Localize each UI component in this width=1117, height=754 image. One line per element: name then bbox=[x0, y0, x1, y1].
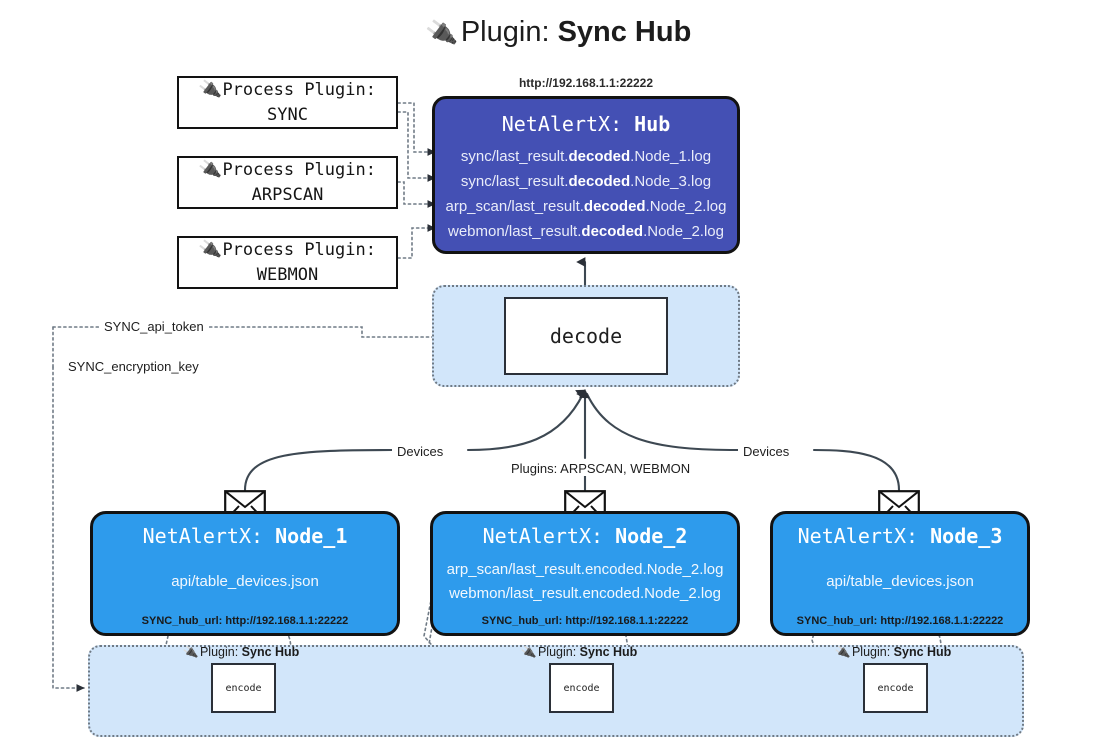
hub-log-post: .Node_1.log bbox=[630, 148, 712, 165]
hub-title-name: Hub bbox=[634, 112, 671, 136]
encode-box[interactable]: encode bbox=[211, 663, 276, 713]
node-title: NetAlertX: Node_1 bbox=[143, 524, 348, 548]
process-plugin-box-sync[interactable]: 🔌Process Plugin: SYNC bbox=[177, 76, 398, 129]
encode-box[interactable]: encode bbox=[863, 663, 928, 713]
node-box-node-3[interactable]: NetAlertX: Node_3 api/table_devices.json… bbox=[770, 511, 1030, 636]
plug-icon: 🔌 bbox=[834, 644, 851, 660]
process-plugin-heading-row: 🔌Process Plugin: bbox=[197, 237, 376, 263]
hub-node[interactable]: NetAlertX: Hub sync/last_result.decoded.… bbox=[432, 96, 740, 254]
hub-log-line: sync/last_result.decoded.Node_3.log bbox=[461, 170, 711, 195]
hub-log-pre: webmon/last_result. bbox=[448, 222, 582, 240]
node-title-name: Node_2 bbox=[615, 524, 688, 548]
encode-plugin-name: Sync Hub bbox=[893, 645, 952, 659]
node-title-prefix: NetAlertX: bbox=[142, 524, 264, 548]
hub-log-post: .Node_3.log bbox=[630, 172, 712, 190]
node-line: api/table_devices.json bbox=[171, 572, 319, 590]
hub-log-mid: decoded bbox=[568, 172, 631, 190]
page-title: 🔌Plugin: Sync Hub bbox=[0, 16, 1117, 49]
process-plugin-heading: Process Plugin: bbox=[222, 79, 376, 100]
process-plugin-heading: Process Plugin: bbox=[222, 159, 376, 180]
encode-plugin-label: 🔌Plugin: Sync Hub bbox=[182, 644, 300, 660]
node-lines: api/table_devices.json bbox=[773, 548, 1027, 615]
edge-label-encryption-key: SYNC_encryption_key bbox=[63, 359, 204, 374]
node-line: api/table_devices.json bbox=[826, 572, 974, 590]
process-plugin-heading: Process Plugin: bbox=[222, 239, 376, 260]
process-plugin-heading-row: 🔌Process Plugin: bbox=[197, 157, 376, 183]
encode-plugin-label: 🔌Plugin: Sync Hub bbox=[834, 644, 952, 660]
node-lines: api/table_devices.json bbox=[93, 548, 397, 615]
process-plugin-box-arpscan[interactable]: 🔌Process Plugin: ARPSCAN bbox=[177, 156, 398, 209]
node-lines: arp_scan/last_result.encoded.Node_2.log … bbox=[433, 548, 737, 615]
plug-icon: 🔌 bbox=[197, 157, 223, 182]
title-name: Sync Hub bbox=[557, 16, 692, 48]
node-line: webmon/last_result.encoded.Node_2.log bbox=[449, 584, 721, 602]
plug-icon: 🔌 bbox=[182, 644, 199, 660]
node-title-prefix: NetAlertX: bbox=[797, 524, 919, 548]
process-plugin-name: WEBMON bbox=[256, 265, 319, 286]
node-title-prefix: NetAlertX: bbox=[482, 524, 604, 548]
title-prefix: Plugin: bbox=[460, 16, 550, 48]
hub-log-mid: decoded bbox=[581, 222, 644, 240]
encode-plugin-prefix: Plugin: bbox=[851, 645, 891, 659]
hub-log-pre: sync/last_result. bbox=[460, 148, 569, 165]
process-plugin-heading-row: 🔌Process Plugin: bbox=[197, 77, 376, 103]
node-box-node-1[interactable]: NetAlertX: Node_1 api/table_devices.json… bbox=[90, 511, 400, 636]
process-plugin-name: SYNC bbox=[267, 105, 308, 126]
encode-plugin-label: 🔌Plugin: Sync Hub bbox=[520, 644, 638, 660]
encode-plugin-name: Sync Hub bbox=[241, 645, 300, 659]
process-plugin-name: ARPSCAN bbox=[251, 185, 324, 206]
node-footer: SYNC_hub_url: http://192.168.1.1:22222 bbox=[141, 615, 349, 627]
encode-plugin-prefix: Plugin: bbox=[537, 645, 577, 659]
hub-log-post: .Node_2.log bbox=[643, 222, 724, 240]
plug-icon: 🔌 bbox=[423, 16, 459, 50]
node-title: NetAlertX: Node_2 bbox=[483, 524, 688, 548]
plug-icon: 🔌 bbox=[197, 77, 223, 102]
encode-plugin-name: Sync Hub bbox=[579, 645, 638, 659]
node-title: NetAlertX: Node_3 bbox=[798, 524, 1003, 548]
hub-log-pre: arp_scan/last_result. bbox=[445, 197, 584, 215]
node-box-node-2[interactable]: NetAlertX: Node_2 arp_scan/last_result.e… bbox=[430, 511, 740, 636]
encode-plugin-prefix: Plugin: bbox=[199, 645, 239, 659]
hub-log-mid: decoded bbox=[583, 197, 646, 215]
plug-icon: 🔌 bbox=[197, 237, 223, 262]
node-title-name: Node_1 bbox=[275, 524, 348, 548]
edge-label-devices-right: Devices bbox=[738, 444, 795, 459]
node-title-name: Node_3 bbox=[930, 524, 1003, 548]
edge-label-plugins-mid: Plugins: ARPSCAN, WEBMON bbox=[506, 461, 696, 476]
hub-log-line: arp_scan/last_result.decoded.Node_2.log bbox=[446, 195, 727, 220]
plug-icon: 🔌 bbox=[520, 644, 537, 660]
node-footer: SYNC_hub_url: http://192.168.1.1:22222 bbox=[796, 615, 1004, 627]
edge-label-api-token: SYNC_api_token bbox=[99, 319, 209, 334]
edge-label-devices-left: Devices bbox=[392, 444, 449, 459]
hub-log-line: sync/last_result.decoded.Node_1.log bbox=[461, 145, 711, 170]
decode-box[interactable]: decode bbox=[504, 297, 668, 375]
node-line: arp_scan/last_result.encoded.Node_2.log bbox=[446, 561, 724, 579]
node-footer: SYNC_hub_url: http://192.168.1.1:22222 bbox=[481, 615, 689, 627]
hub-log-mid: decoded bbox=[568, 148, 631, 165]
hub-log-line: webmon/last_result.decoded.Node_2.log bbox=[448, 220, 724, 245]
hub-title-prefix: NetAlertX: bbox=[501, 112, 623, 136]
encode-box[interactable]: encode bbox=[549, 663, 614, 713]
hub-log-post: .Node_2.log bbox=[645, 197, 727, 215]
hub-title: NetAlertX: Hub bbox=[502, 112, 671, 136]
process-plugin-box-webmon[interactable]: 🔌Process Plugin: WEBMON bbox=[177, 236, 398, 289]
hub-url-label: http://192.168.1.1:22222 bbox=[518, 76, 654, 90]
hub-log-pre: sync/last_result. bbox=[460, 172, 569, 190]
